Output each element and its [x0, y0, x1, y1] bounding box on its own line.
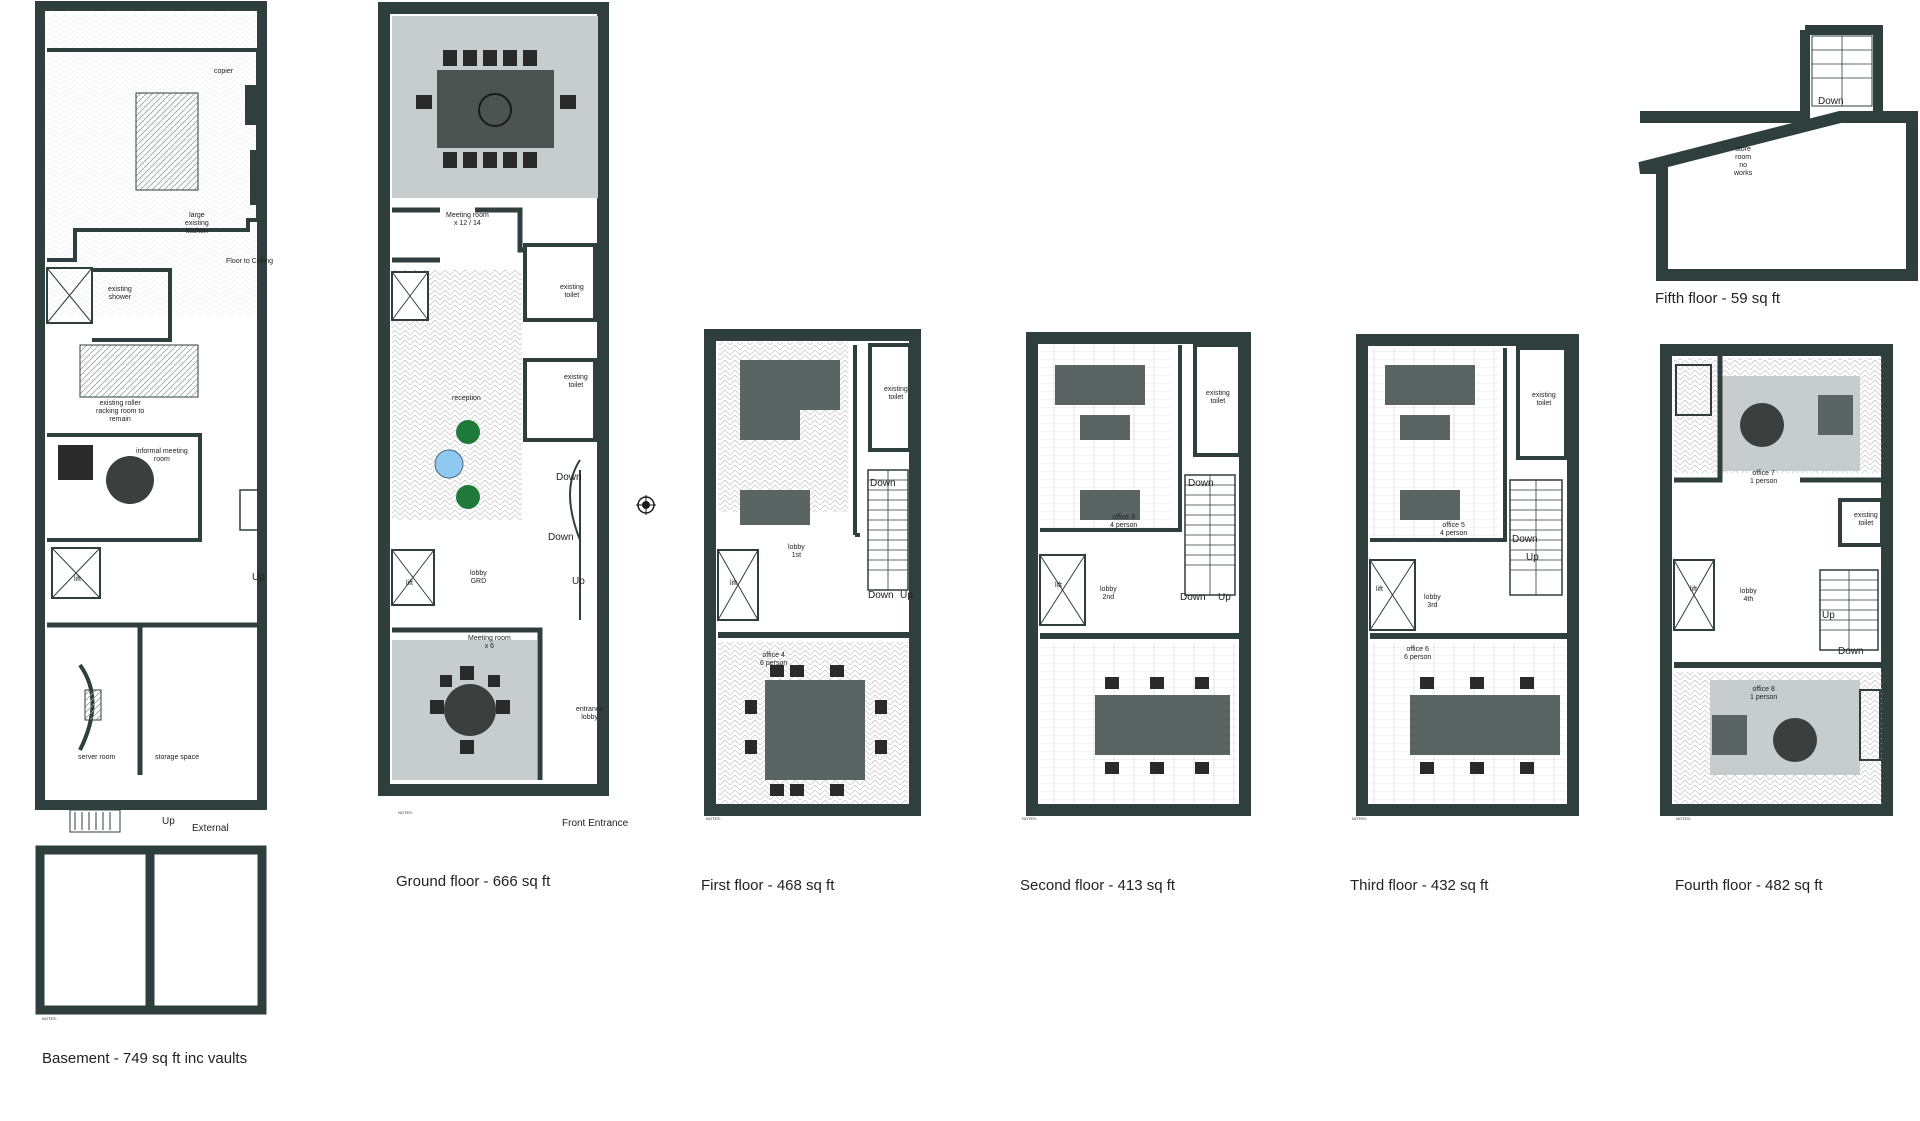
label-up-fourth: Up — [1822, 610, 1835, 621]
fifth-floor-plan — [1638, 25, 1918, 281]
label-up-second: Up — [1218, 592, 1231, 603]
label-down-fourth: Down — [1838, 646, 1864, 657]
label-reception: reception — [452, 395, 481, 402]
notes-second: NOTES: — [1022, 816, 1037, 821]
label-up: Up — [252, 572, 265, 583]
notes-ground: NOTES: — [398, 810, 413, 815]
label-down-second-2: Down — [1180, 592, 1206, 603]
label-office-8: office 8 1 person — [1750, 686, 1778, 701]
label-entrance-lobby: entrance lobby — [576, 706, 604, 721]
label-copier: copier — [214, 68, 234, 75]
label-up-first: Up — [900, 590, 913, 601]
label-down-second-1: Down — [1188, 478, 1214, 489]
label-storage: storage space — [155, 754, 199, 761]
label-lobby-fourth: lobby 4th — [1740, 588, 1757, 603]
caption-fifth-floor: Fifth floor - 59 sq ft — [1655, 290, 1781, 307]
label-office-6: office 6 6 person — [1404, 646, 1432, 661]
label-lift-first: lift — [730, 580, 737, 587]
label-lobby-first: lobby 1st — [788, 544, 805, 559]
caption-first-floor: First floor - 468 sq ft — [701, 877, 835, 894]
label-down-1: Down — [556, 472, 582, 483]
label-toilet-1: existing toilet — [560, 284, 584, 299]
label-toilet-first: existing toilet — [884, 386, 908, 401]
label-down-2: Down — [548, 532, 574, 543]
caption-fourth-floor: Fourth floor - 482 sq ft — [1675, 877, 1823, 894]
north-compass — [636, 495, 656, 515]
basement-plan — [35, 1, 267, 1015]
label-toilet-fourth: existing toilet — [1854, 512, 1878, 527]
label-lift-fourth: lift — [1690, 586, 1697, 593]
label-toilet-second: existing toilet — [1206, 390, 1230, 405]
label-racking-room: existing roller racking room to remain — [96, 400, 145, 423]
label-kitchen: large existing kitchen — [185, 212, 209, 235]
label-shower: existing shower — [108, 286, 132, 301]
label-down-first-1: Down — [870, 478, 896, 489]
ground-floor-plan — [378, 2, 609, 796]
label-toilet-third: existing toilet — [1532, 392, 1556, 407]
label-floor-to-ceiling: Floor to Ceiling — [226, 258, 274, 265]
label-up-ground: Up — [572, 576, 585, 587]
second-floor-plan — [1026, 332, 1251, 816]
label-office-7: office 7 1 person — [1750, 470, 1778, 485]
label-down-first-2: Down — [868, 590, 894, 601]
label-down-fifth: Down — [1818, 96, 1844, 107]
label-server-room: server room — [78, 754, 116, 761]
label-lobby-grd: lobby GRD — [470, 570, 487, 585]
label-office-3: office 3 4 person — [1110, 514, 1138, 529]
caption-ground-floor: Ground floor - 666 sq ft — [396, 873, 551, 890]
label-lift-ground: lift — [406, 580, 413, 587]
first-floor-plan — [704, 329, 921, 816]
label-lift-third: lift — [1376, 586, 1383, 593]
label-front-entrance: Front Entrance — [562, 818, 629, 829]
caption-basement: Basement - 749 sq ft inc vaults — [42, 1050, 248, 1067]
label-store-room: store room no works — [1734, 146, 1753, 177]
notes-third: NOTES: — [1352, 816, 1367, 821]
label-lift: lift — [74, 576, 81, 583]
fourth-floor-plan — [1660, 344, 1893, 816]
label-toilet-2: existing toilet — [564, 374, 588, 389]
label-up-stairs: Up — [162, 816, 175, 827]
label-down-third: Down — [1512, 534, 1538, 545]
notes-fourth: NOTES: — [1676, 816, 1691, 821]
label-meeting-room-small: Meeting room x 6 — [468, 635, 511, 650]
label-meeting-room-large: Meeting room x 12 / 14 — [446, 212, 489, 227]
caption-third-floor: Third floor - 432 sq ft — [1350, 877, 1489, 894]
label-office-4: office 4 6 person — [760, 652, 788, 667]
third-floor-plan — [1356, 334, 1579, 816]
label-informal-meeting: informal meeting room — [136, 448, 188, 463]
label-lobby-third: lobby 3rd — [1424, 594, 1441, 609]
label-lobby-second: lobby 2nd — [1100, 586, 1117, 601]
label-lift-second: lift — [1055, 582, 1062, 589]
notes-basement: NOTES: — [42, 1016, 57, 1021]
notes-first: NOTES: — [706, 816, 721, 821]
label-external: External — [192, 823, 229, 834]
label-up-third: Up — [1526, 552, 1539, 563]
caption-second-floor: Second floor - 413 sq ft — [1020, 877, 1176, 894]
label-office-5: office 5 4 person — [1440, 522, 1468, 537]
